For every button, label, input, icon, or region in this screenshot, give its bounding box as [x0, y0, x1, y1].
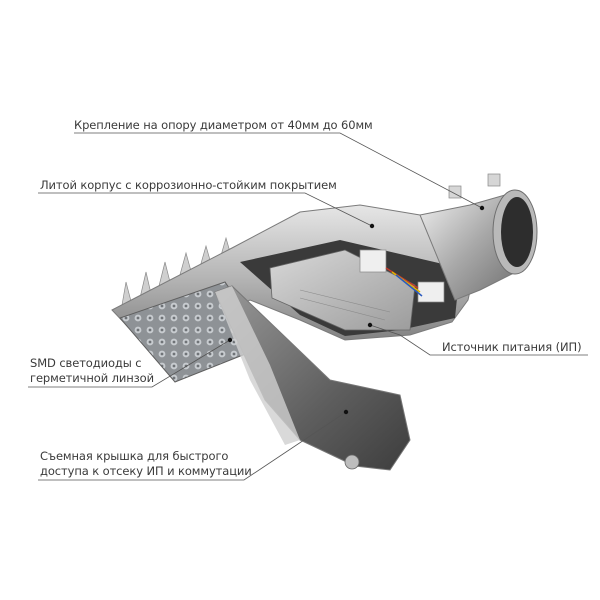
leader-lines	[28, 132, 588, 481]
pipe-mount	[419, 173, 538, 301]
callout-housing-text: Литой корпус с коррозионно-стойким покры…	[40, 178, 337, 192]
callout-leds: SMD светодиоды с герметичной линзой	[30, 356, 154, 386]
callout-cover-line-1: Съемная крышка для быстрого	[40, 449, 229, 463]
callout-leds-line-2: герметичной линзой	[30, 371, 154, 385]
callout-psu-text: Источник питания (ИП)	[442, 340, 582, 354]
callout-mount-text: Крепление на опору диаметром от 40мм до …	[74, 118, 373, 132]
terminal-blocks	[359, 249, 445, 303]
callout-psu: Источник питания (ИП)	[442, 340, 582, 355]
leader-endpoints	[227, 205, 485, 415]
callout-mount: Крепление на опору диаметром от 40мм до …	[74, 118, 373, 133]
callout-cover: Съемная крышка для быстрого доступа к от…	[40, 449, 252, 479]
callout-housing: Литой корпус с коррозионно-стойким покры…	[40, 178, 337, 193]
callout-cover-line-2: доступа к отсеку ИП и коммутации	[40, 464, 252, 478]
callout-leds-line-1: SMD светодиоды с	[30, 356, 142, 370]
